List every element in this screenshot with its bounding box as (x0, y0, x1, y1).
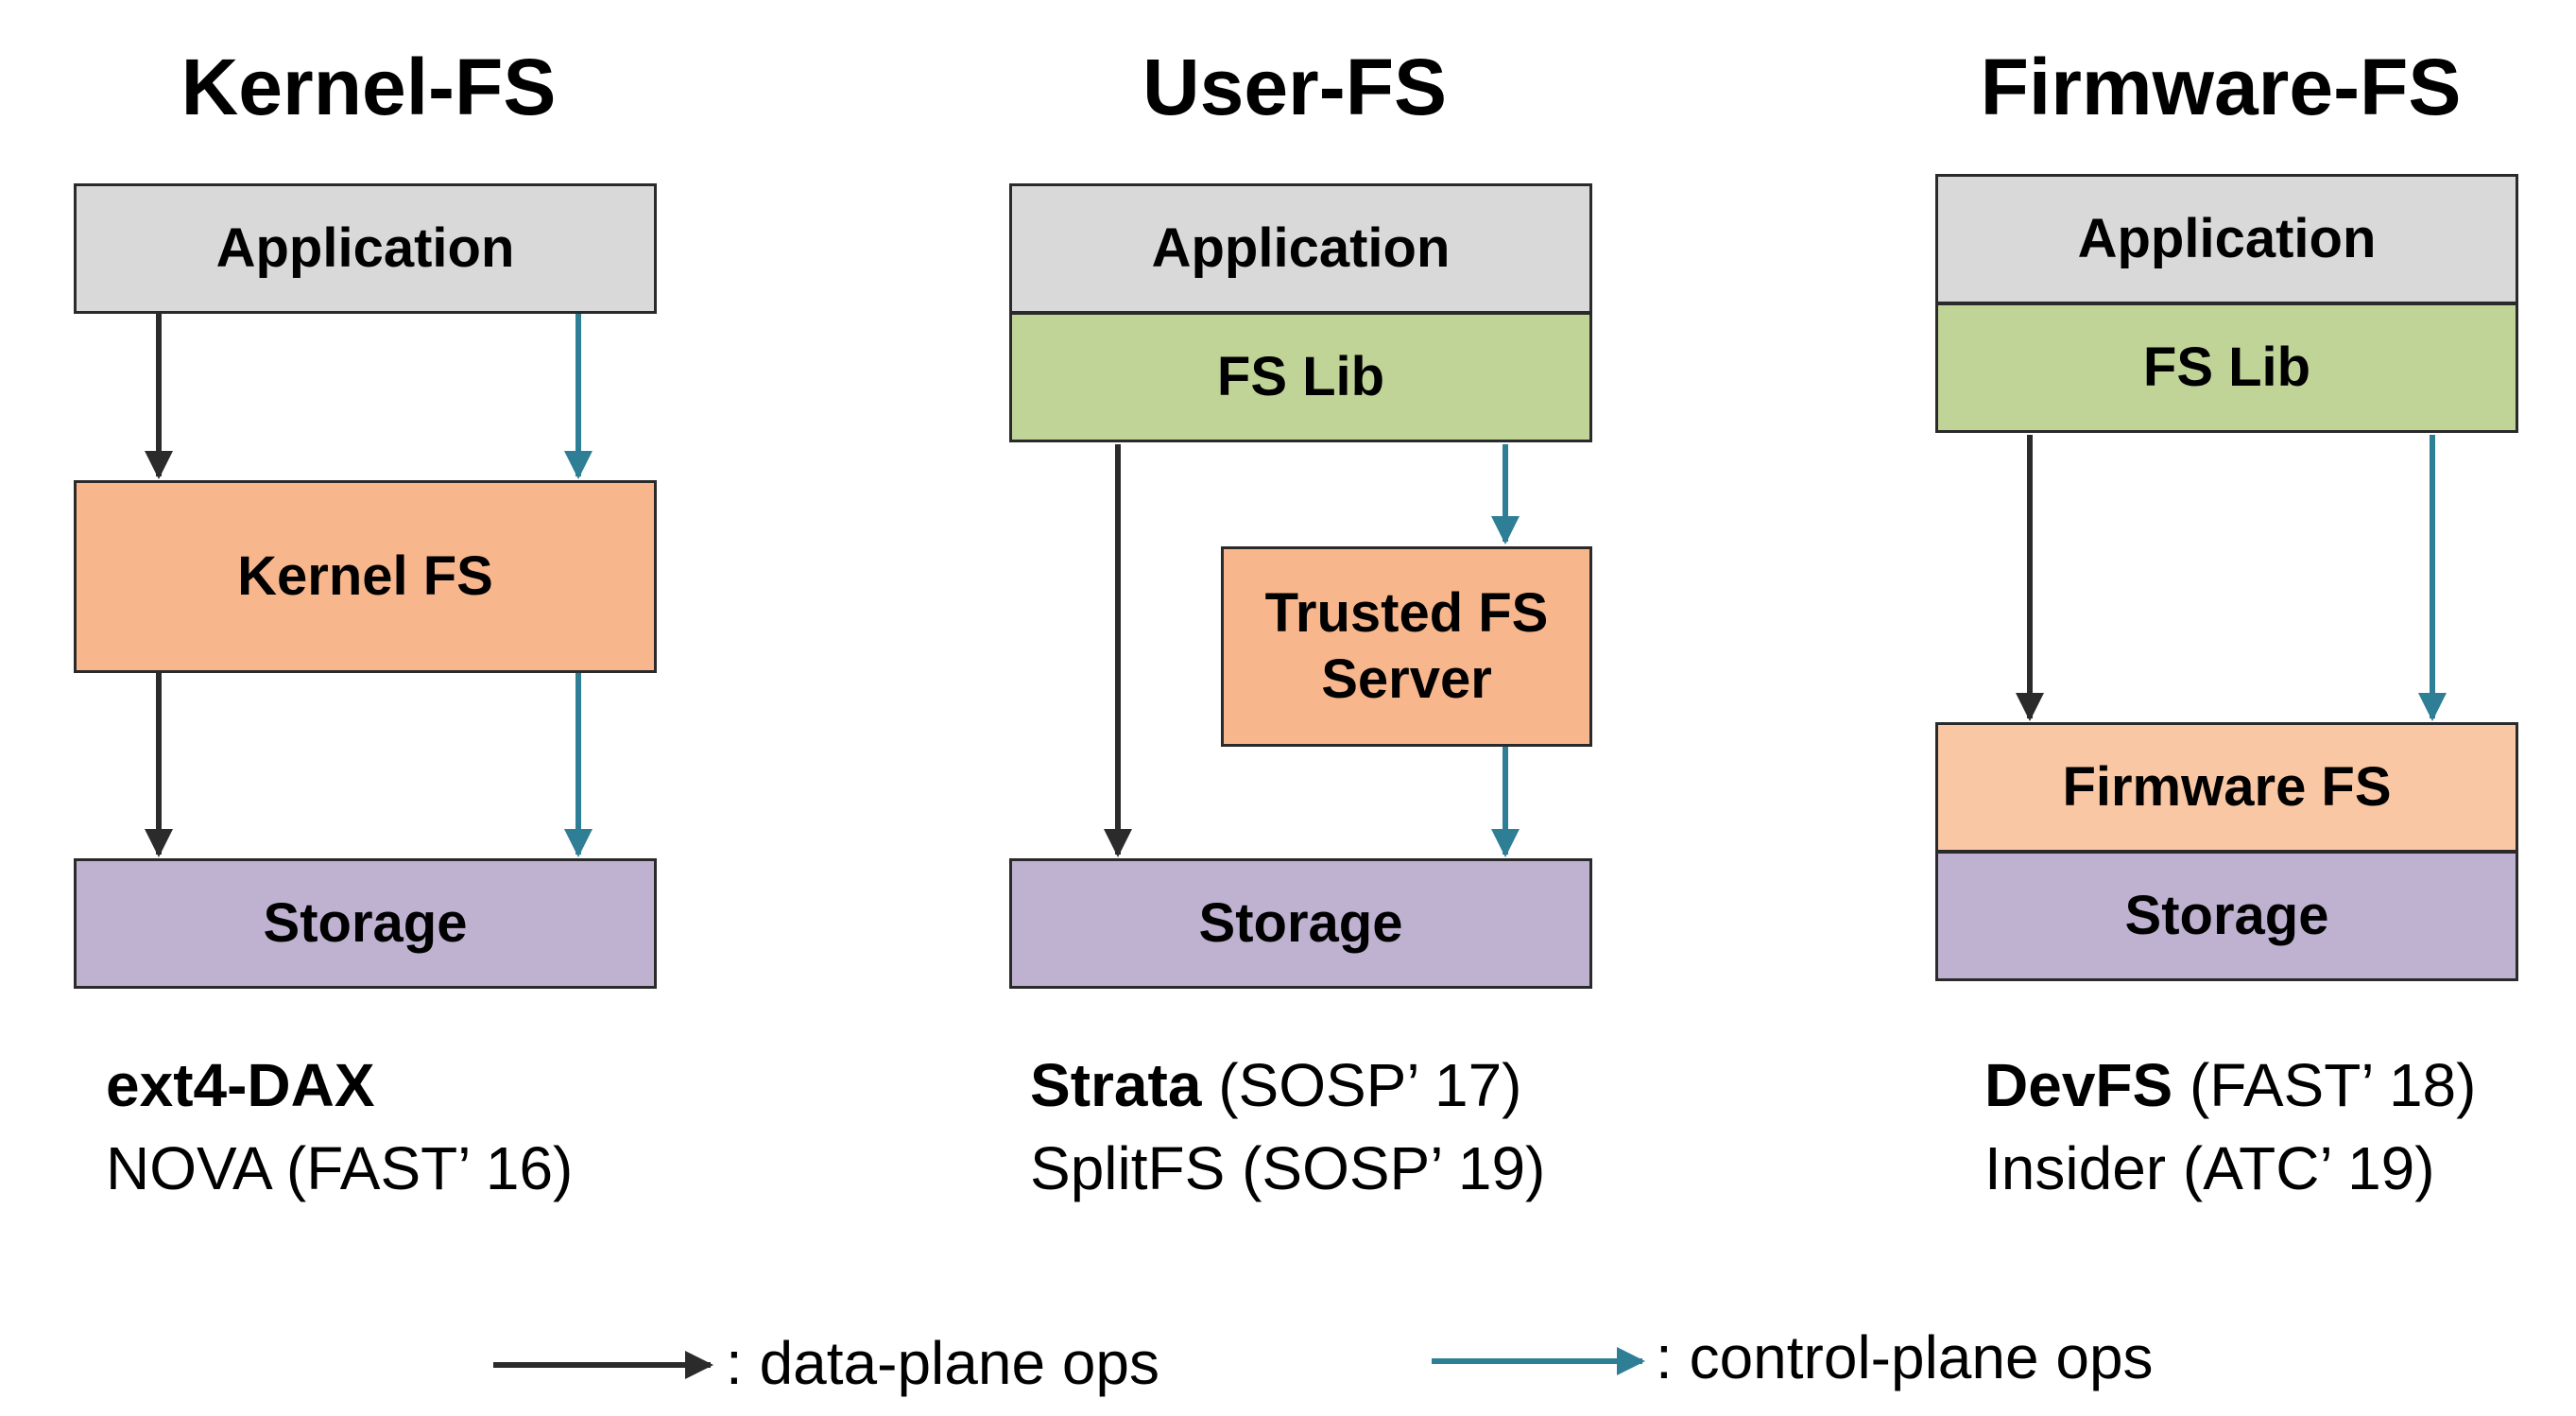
kernel-application-box: Application (74, 183, 657, 314)
title-kernel-fs: Kernel-FS (180, 43, 557, 131)
kernel-storage-label: Storage (263, 892, 468, 955)
firmware-application-box: Application (1935, 174, 2518, 304)
firmware-caption-line2: Insider (ATC’ 19) (1984, 1134, 2435, 1202)
user-application-box: Application (1009, 183, 1592, 314)
user-storage-label: Storage (1198, 892, 1403, 955)
trusted-fs-label-line1: Trusted FS (1264, 582, 1549, 645)
title-user-fs: User-FS (1142, 43, 1448, 131)
kernel-application-label: Application (215, 217, 515, 280)
user-application-label: Application (1151, 217, 1451, 280)
user-storage-box: Storage (1009, 858, 1592, 989)
firmware-storage-box: Storage (1935, 851, 2518, 981)
user-caption: Strata (SOSP’ 17) SplitFS (SOSP’ 19) (1030, 1044, 1545, 1210)
user-fs-lib-label: FS Lib (1216, 346, 1385, 408)
kernel-storage-box: Storage (74, 858, 657, 989)
title-firmware-fs: Firmware-FS (1980, 43, 2462, 131)
trusted-fs-label-line2: Server (1321, 648, 1492, 710)
legend-control-plane-label: : control-plane ops (1656, 1323, 2154, 1391)
firmware-fs-label: Firmware FS (2062, 756, 2392, 819)
firmware-application-label: Application (2077, 208, 2377, 270)
trusted-fs-server-box: Trusted FS Server (1221, 546, 1592, 747)
kernel-caption-line1: ext4-DAX (106, 1051, 375, 1119)
legend-data-plane-label: : data-plane ops (726, 1329, 1159, 1397)
user-caption-line1: Strata (SOSP’ 17) (1030, 1051, 1522, 1119)
firmware-caption: DevFS (FAST’ 18) Insider (ATC’ 19) (1984, 1044, 2476, 1210)
user-fs-lib-box: FS Lib (1009, 312, 1592, 442)
kernel-caption-line2: NOVA (FAST’ 16) (106, 1134, 574, 1202)
kernel-caption: ext4-DAX NOVA (FAST’ 16) (106, 1044, 573, 1210)
firmware-fs-lib-box: FS Lib (1935, 302, 2518, 433)
firmware-fs-lib-label: FS Lib (2142, 337, 2311, 399)
firmware-fs-box: Firmware FS (1935, 722, 2518, 853)
firmware-caption-line1: DevFS (FAST’ 18) (1984, 1051, 2477, 1119)
kernel-fs-label: Kernel FS (237, 545, 493, 608)
firmware-storage-label: Storage (2124, 885, 2329, 947)
user-caption-line2: SplitFS (SOSP’ 19) (1030, 1134, 1546, 1202)
kernel-fs-box: Kernel FS (74, 480, 657, 673)
